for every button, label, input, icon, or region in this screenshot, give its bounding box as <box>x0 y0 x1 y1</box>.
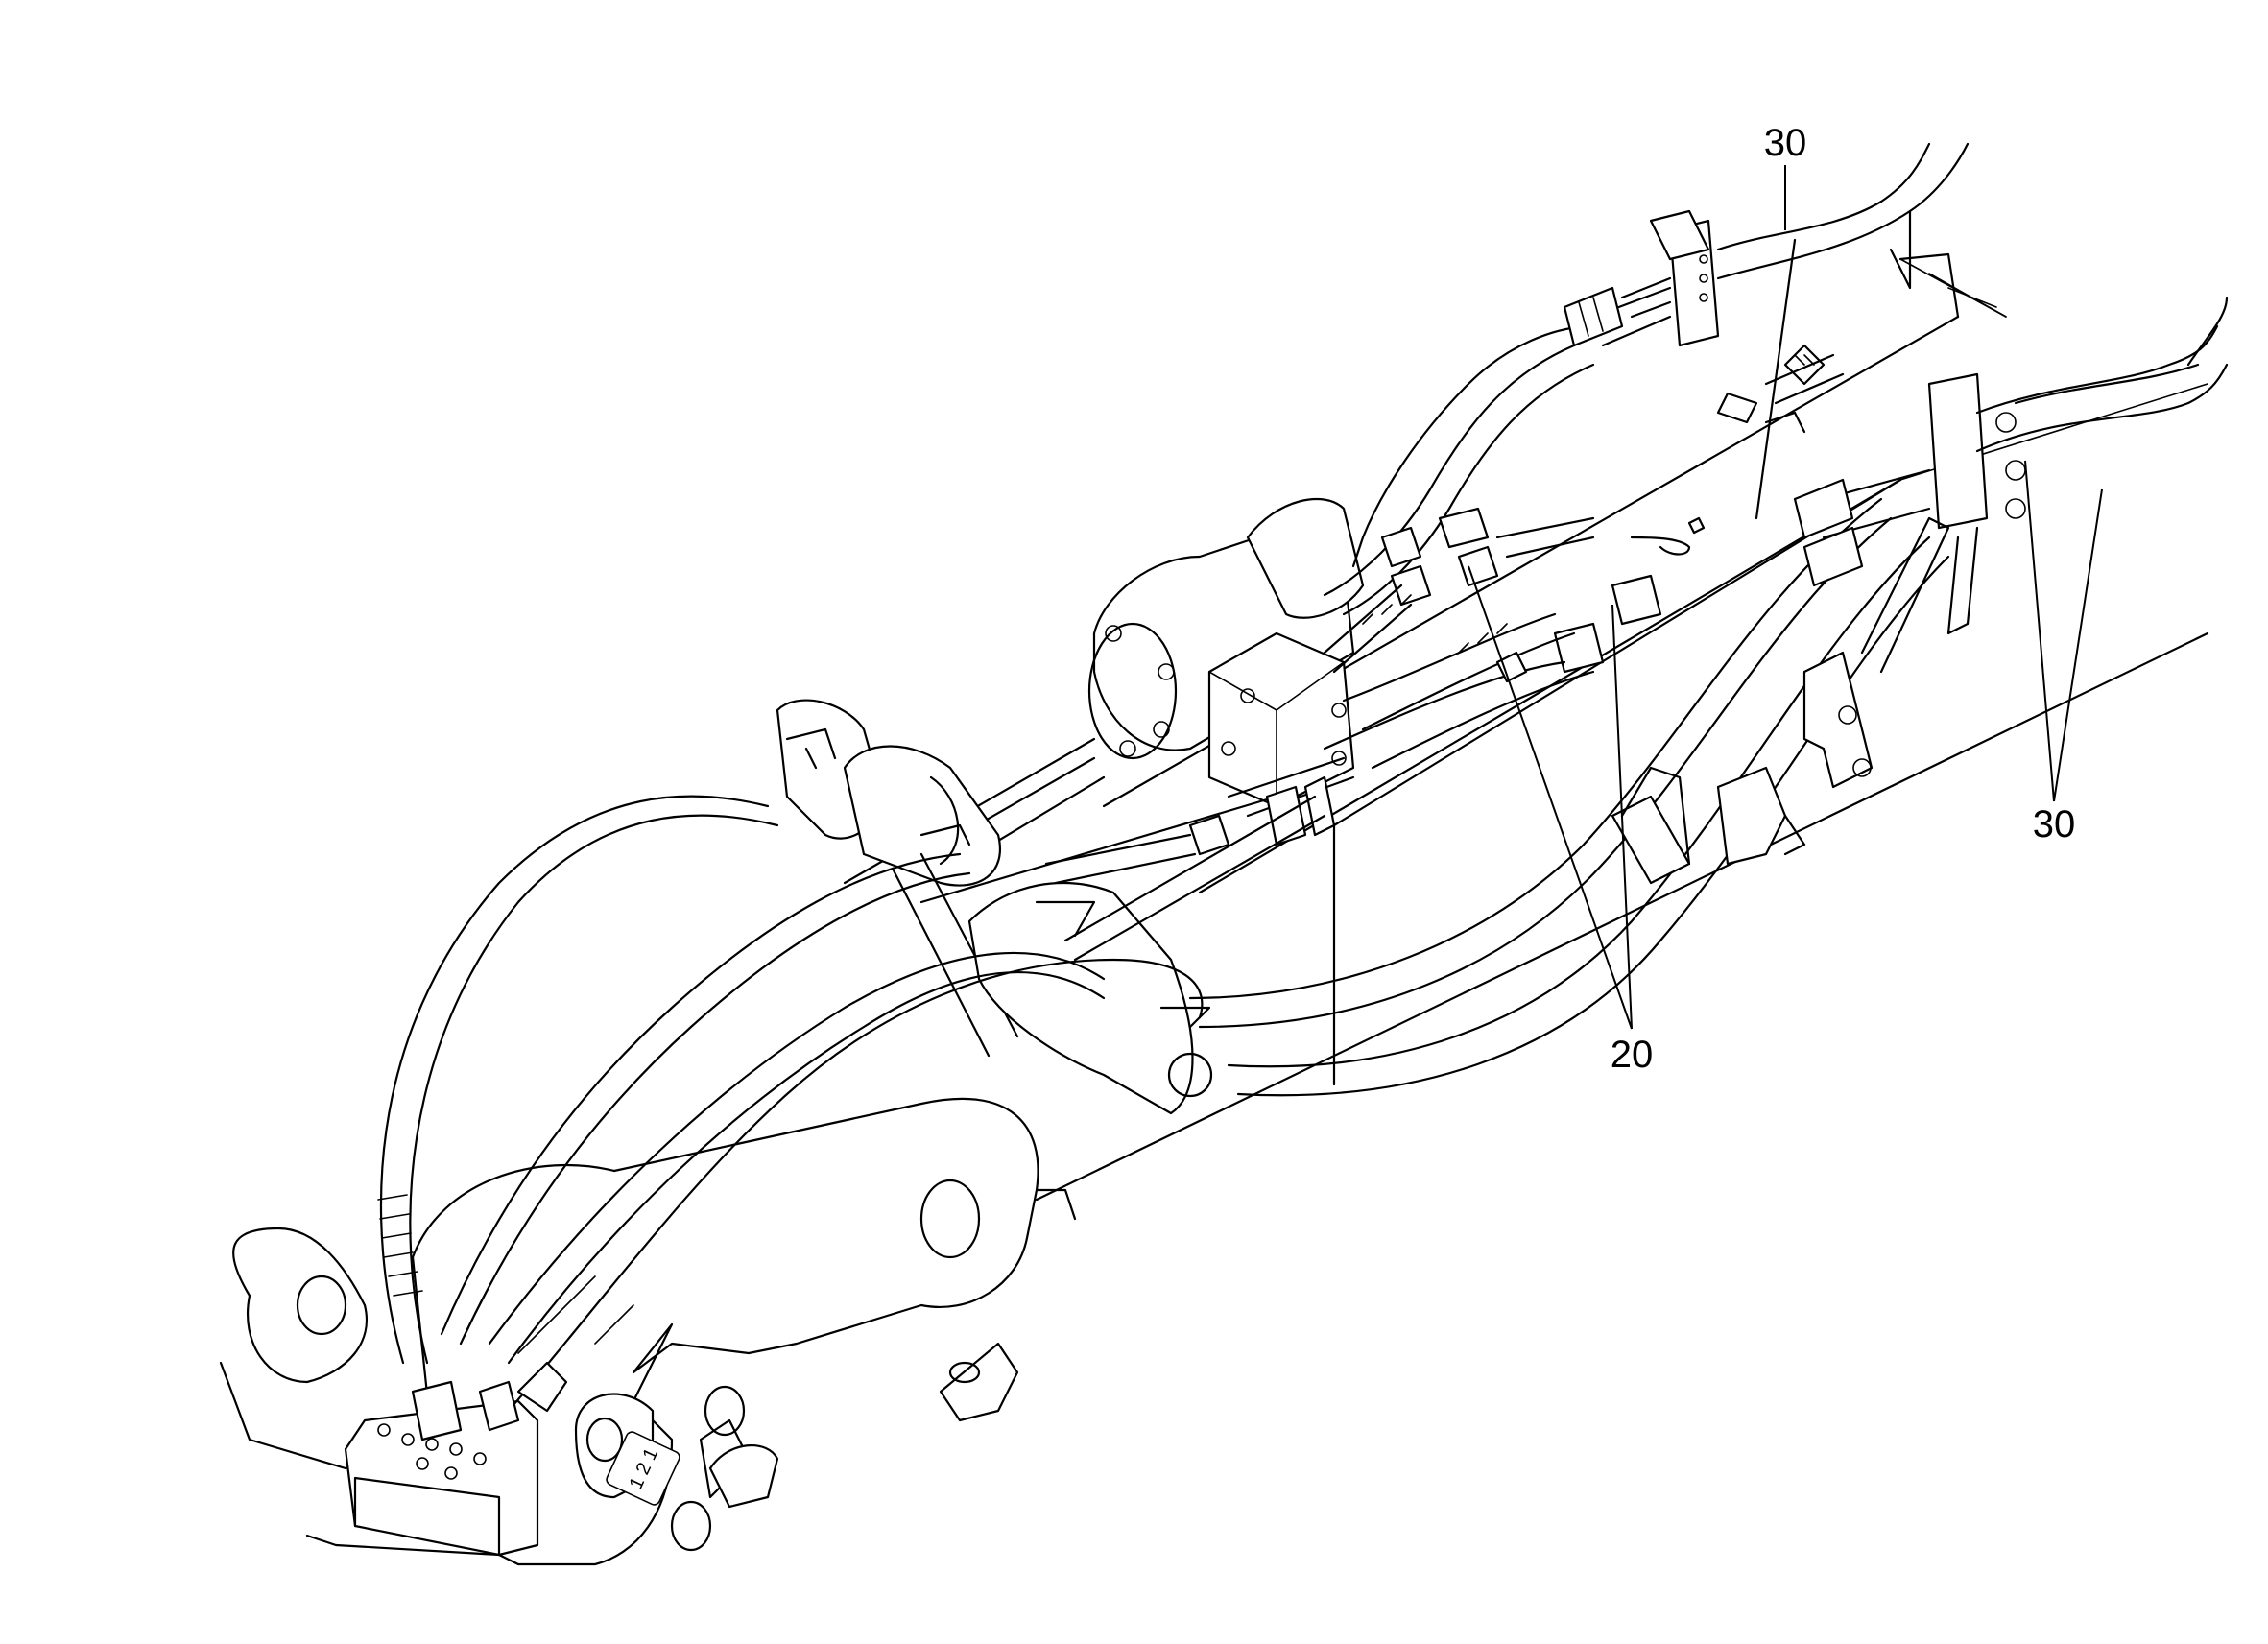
callout-30-right-leader <box>2024 460 2103 802</box>
callouts: 30 30 20 <box>1468 122 2103 1076</box>
hose-set-coupler <box>377 795 1204 1441</box>
hose-set-boom <box>1188 324 1950 1097</box>
upper-clamp-group <box>1563 142 1970 520</box>
hydraulic-cylinder <box>843 497 1365 904</box>
center-fittings <box>1044 507 1706 962</box>
quick-coupler <box>219 1097 1077 1566</box>
callout-30-right-label: 30 <box>2033 803 2076 846</box>
lower-clamp-group <box>1611 296 2229 885</box>
callout-20-label: 20 <box>1611 1034 1654 1076</box>
link-arms <box>776 699 1213 1115</box>
small-detail-top <box>1764 344 1845 434</box>
callout-30-top-label: 30 <box>1764 122 1807 164</box>
callout-20-leader <box>1468 565 1633 1030</box>
id-plate: 1 2 1 <box>606 1431 680 1506</box>
